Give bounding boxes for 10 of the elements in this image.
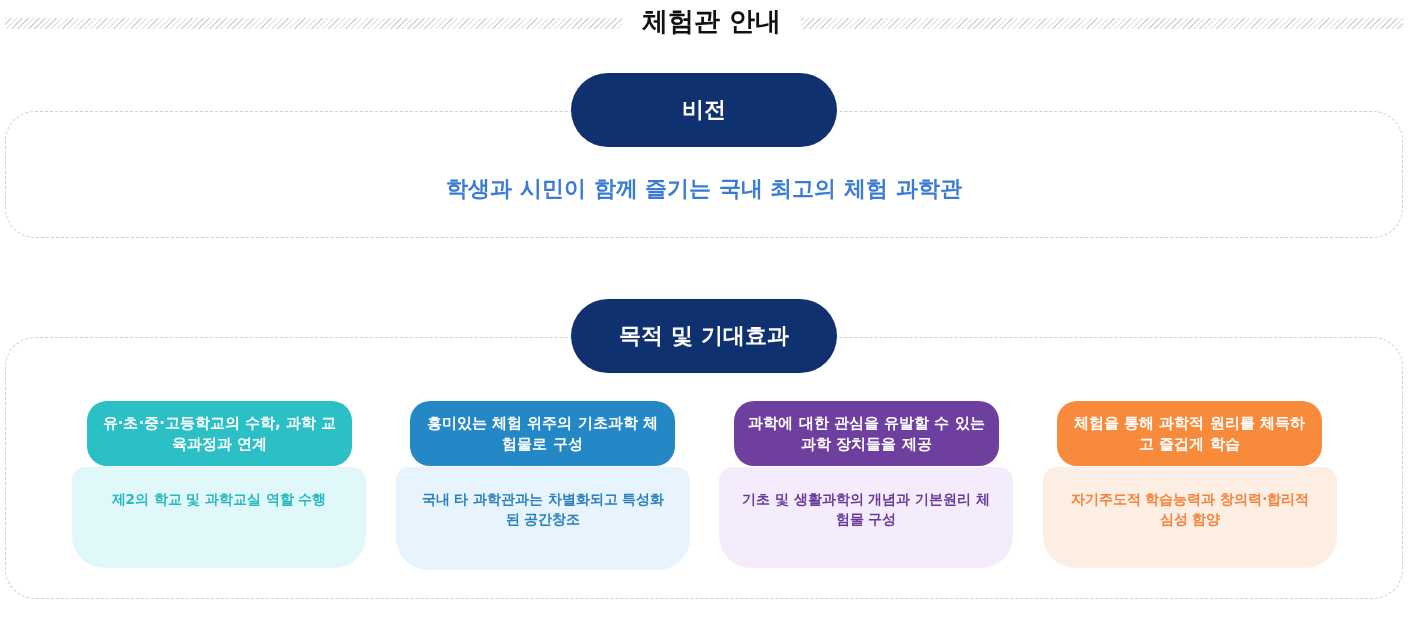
card: 기초 및 생활과학의 개념과 기본원리 체험물 구성	[719, 467, 1013, 568]
card-header: 과학에 대한 관심을 유발할 수 있는 과학 장치들을 제공	[734, 401, 999, 466]
section-heading: 비전	[571, 73, 837, 147]
card: 자기주도적 학습능력과 창의력·합리적 심성 함양	[1043, 467, 1337, 568]
card: 제2의 학교 및 과학교실 역할 수행	[72, 467, 366, 568]
card-header: 흥미있는 체험 위주의 기초과학 체험물로 구성	[410, 401, 675, 466]
card-header: 유·초·중·고등학교의 수학, 과학 교육과정과 연계	[87, 401, 352, 466]
card: 국내 타 과학관과는 차별화되고 특성화된 공간창조	[396, 467, 690, 570]
card-header: 체험을 통해 과학적 원리를 체득하고 즐겁게 학습	[1057, 401, 1322, 466]
section-heading: 목적 및 기대효과	[571, 299, 837, 373]
